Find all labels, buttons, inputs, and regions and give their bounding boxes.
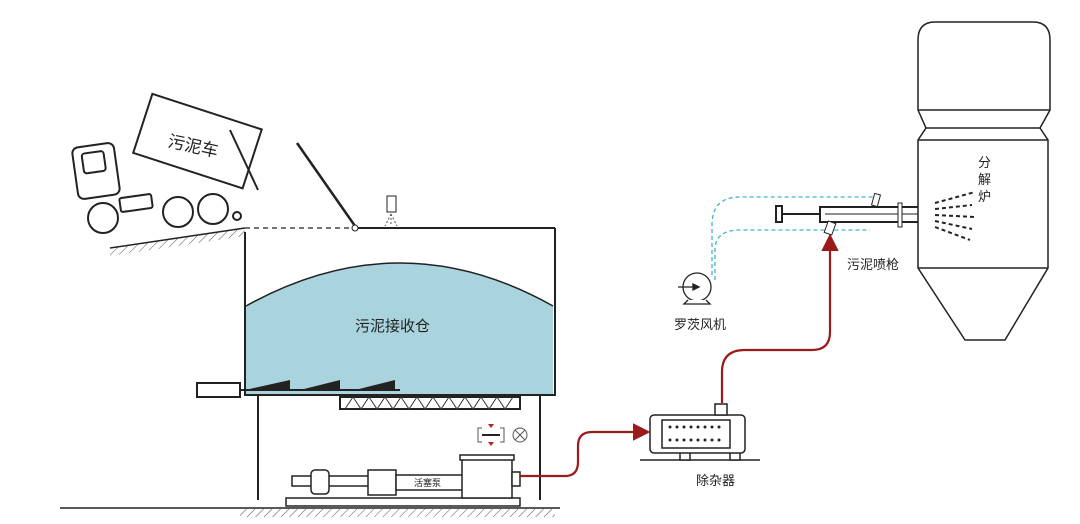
- pump-label: 活塞泵: [414, 479, 442, 489]
- ground: [60, 227, 560, 517]
- impurity-remover: [640, 403, 760, 461]
- sludge-pipes: [520, 233, 839, 478]
- piston-pump: [285, 454, 521, 507]
- sludge-spray-gun: [775, 192, 926, 236]
- gun-label: 污泥喷枪: [847, 258, 900, 273]
- blower-label: 罗茨风机: [674, 318, 727, 333]
- sludge-truck: [71, 92, 264, 234]
- remover-label: 除杂器: [696, 474, 736, 489]
- furnace-label: 分解炉: [978, 156, 992, 205]
- receiving-bin: [196, 142, 556, 500]
- bin-label: 污泥接收仓: [355, 317, 431, 335]
- valve-icon: [477, 424, 528, 446]
- air-lines: [711, 196, 878, 280]
- roots-blower: [678, 272, 712, 305]
- decomposition-furnace: [917, 21, 1051, 341]
